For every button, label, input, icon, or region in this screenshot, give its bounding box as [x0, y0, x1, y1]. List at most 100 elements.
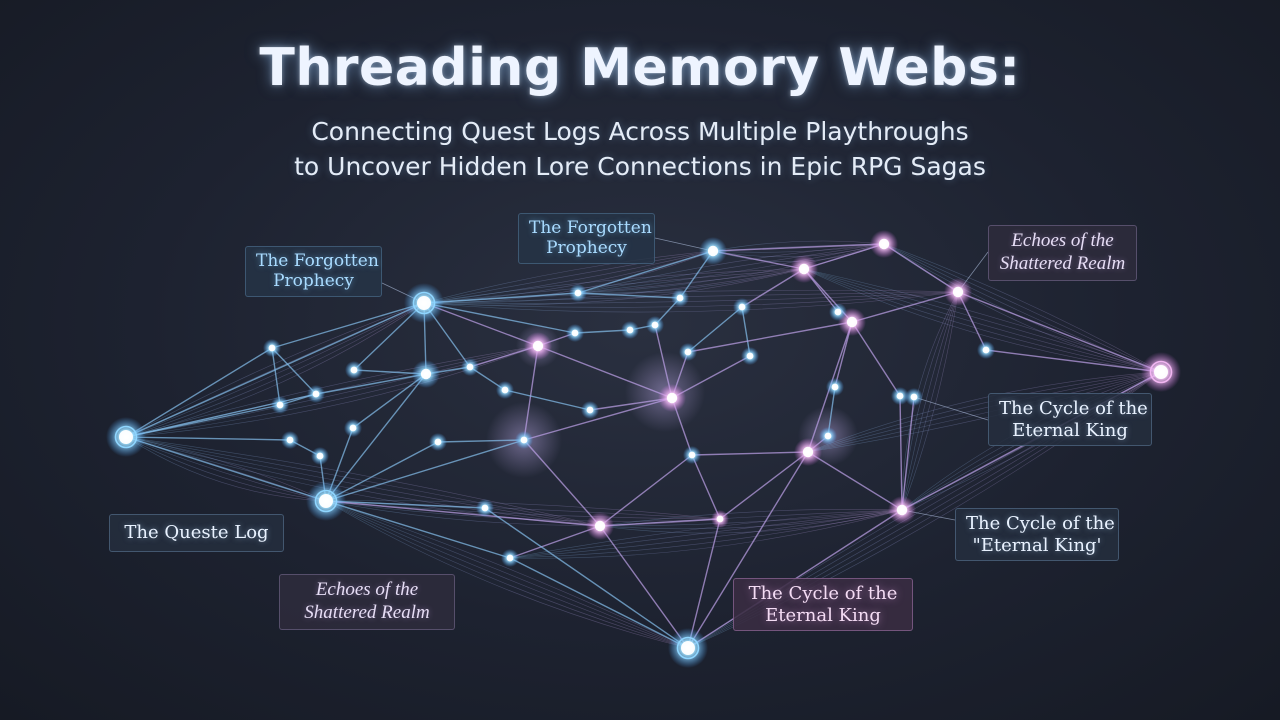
thread-curve [712, 243, 885, 253]
node-core [586, 406, 594, 414]
label-line: The Forgotten [256, 251, 379, 271]
thread-curve [125, 436, 601, 527]
memory-node [566, 324, 584, 342]
node-core [506, 554, 514, 562]
memory-node [977, 341, 995, 359]
node-core [666, 392, 678, 404]
memory-node [106, 417, 146, 457]
thread-curve [883, 243, 1162, 373]
node-core [532, 340, 544, 352]
thread-curve [325, 500, 721, 526]
thread-link [315, 373, 427, 395]
thread-curve [807, 371, 1162, 453]
node-core [707, 245, 719, 257]
thread-link [325, 500, 511, 559]
thread-link [423, 302, 576, 334]
thread-link [851, 291, 959, 323]
thread-curve [423, 291, 959, 313]
memory-node [404, 283, 444, 323]
memory-node [646, 316, 664, 334]
node-core [910, 393, 918, 401]
memory-node [476, 499, 494, 517]
label-cycle-eternal-king-lower: The Cycle of the "Eternal King' [955, 508, 1119, 562]
node-ring [676, 636, 700, 660]
node-core [1154, 365, 1168, 379]
thread-link [125, 436, 291, 441]
thread-link [957, 291, 1162, 373]
memory-node [829, 303, 847, 321]
node-core [420, 368, 432, 380]
label-forgotten-prophecy-top: The Forgotten Prophecy [518, 213, 655, 264]
thread-link [687, 451, 809, 649]
thread-curve [423, 250, 714, 304]
memory-node [263, 339, 281, 357]
label-line: Eternal King [1012, 419, 1128, 441]
node-ring [314, 489, 338, 513]
node-core [349, 424, 357, 432]
node-core [276, 401, 284, 409]
memory-node [271, 396, 289, 414]
memory-node [281, 431, 299, 449]
memory-node [819, 427, 837, 445]
thread-link [599, 518, 721, 527]
node-core [982, 346, 990, 354]
thread-curve [125, 436, 327, 502]
node-core [520, 436, 528, 444]
node-core [481, 504, 489, 512]
memory-node [311, 447, 329, 465]
thread-curve [125, 345, 539, 438]
label-echoes-top-right: Echoes of the Shattered Realm [988, 225, 1137, 281]
label-line: Echoes of the [1011, 230, 1114, 251]
thread-curve [325, 500, 689, 649]
thread-curve [125, 436, 327, 502]
node-core [896, 392, 904, 400]
memory-node [429, 433, 447, 451]
memory-node [826, 378, 844, 396]
memory-node [733, 298, 751, 316]
thread-curve [901, 291, 959, 511]
memory-node [668, 628, 708, 668]
thread-curve [901, 291, 959, 511]
thread-link [437, 439, 525, 443]
thread-curve [423, 250, 714, 304]
thread-link [901, 396, 915, 511]
thread-link [807, 451, 903, 511]
thread-curve [325, 500, 689, 649]
thread-link [883, 243, 959, 293]
thread-curve [599, 509, 903, 527]
thread-curve [509, 509, 903, 559]
thread-curve [807, 371, 1162, 453]
thread-curve [577, 243, 885, 294]
thread-curve [423, 250, 714, 304]
thread-link [125, 347, 273, 438]
thread-link [484, 507, 689, 649]
thread-link [352, 373, 427, 429]
memory-node [569, 284, 587, 302]
memory-node [790, 255, 818, 283]
thread-curve [423, 268, 805, 304]
node-core [846, 316, 858, 328]
thread-curve [803, 268, 1162, 373]
thread-curve [325, 500, 721, 520]
thread-curve [577, 243, 885, 294]
memory-node [461, 358, 479, 376]
node-core [896, 504, 908, 516]
thread-curve [325, 500, 689, 649]
thread-curve [325, 500, 689, 649]
thread-link [325, 441, 439, 502]
thread-curve [125, 302, 425, 438]
label-line: The Cycle of the [748, 583, 898, 604]
thread-link [325, 373, 427, 502]
memory-node [496, 381, 514, 399]
thread-curve [423, 291, 959, 308]
thread-curve [577, 243, 885, 294]
memory-node [345, 361, 363, 379]
thread-link [325, 500, 486, 509]
thread-link [509, 525, 601, 559]
thread-curve [509, 509, 903, 559]
thread-curve [125, 436, 327, 502]
thread-curve [509, 509, 903, 559]
node-core [802, 446, 814, 458]
thread-link [271, 302, 425, 349]
